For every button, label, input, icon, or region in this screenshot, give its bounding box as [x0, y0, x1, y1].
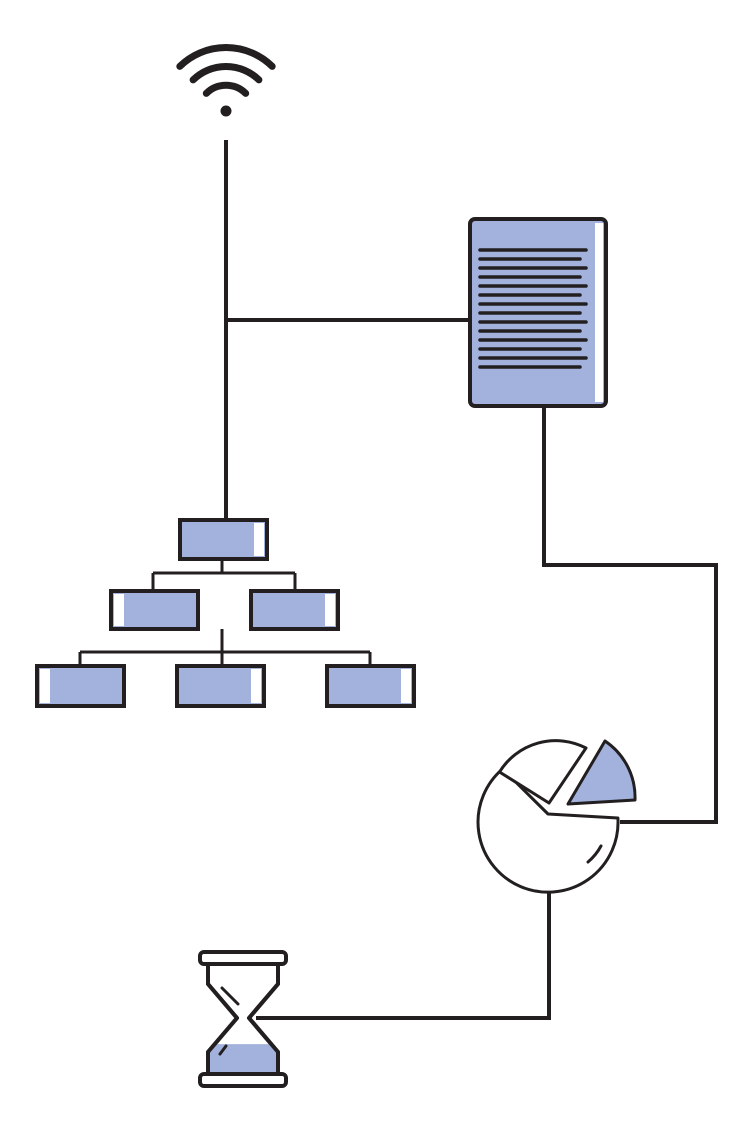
connector-piechart-to-hourglass	[256, 883, 551, 1020]
hourglass-bottom-cap	[198, 1072, 288, 1088]
org-chart-box-highlight	[325, 594, 335, 626]
document-icon	[468, 217, 608, 408]
pie-chart-icon	[476, 739, 637, 894]
connectors	[224, 140, 718, 1020]
org-chart-box	[325, 664, 416, 708]
pie-chart-highlight	[586, 844, 603, 864]
org-chart-box	[35, 664, 126, 708]
org-chart-box-highlight	[254, 523, 264, 556]
org-chart-box	[249, 589, 340, 631]
org-chart-box-highlight	[401, 669, 411, 703]
org-chart-icon	[35, 518, 416, 708]
wifi-icon	[176, 44, 276, 117]
org-chart-connectors	[78, 559, 372, 666]
wifi-dot	[220, 105, 232, 117]
hourglass-glint	[218, 986, 240, 1056]
document-text-lines	[478, 248, 588, 369]
connector-document-to-piechart	[542, 406, 718, 824]
org-chart-box	[109, 589, 200, 631]
pie-slice-exploded	[498, 739, 588, 805]
wifi-arc-inner	[202, 81, 250, 97]
org-chart-boxes	[35, 518, 416, 708]
pie-slice-highlighted	[566, 739, 637, 806]
hourglass-icon	[198, 950, 288, 1088]
document-page-highlight	[595, 223, 603, 402]
org-chart-box-highlight	[114, 594, 124, 626]
pie-chart-body	[476, 767, 620, 894]
org-chart-box	[178, 518, 269, 561]
org-chart-box-highlight	[40, 669, 50, 703]
wifi-arc-outer	[176, 44, 276, 70]
org-chart-box	[175, 664, 266, 708]
hourglass-sand	[208, 1044, 278, 1074]
wifi-arc-middle	[189, 63, 263, 84]
org-chart-box-highlight	[251, 669, 261, 703]
